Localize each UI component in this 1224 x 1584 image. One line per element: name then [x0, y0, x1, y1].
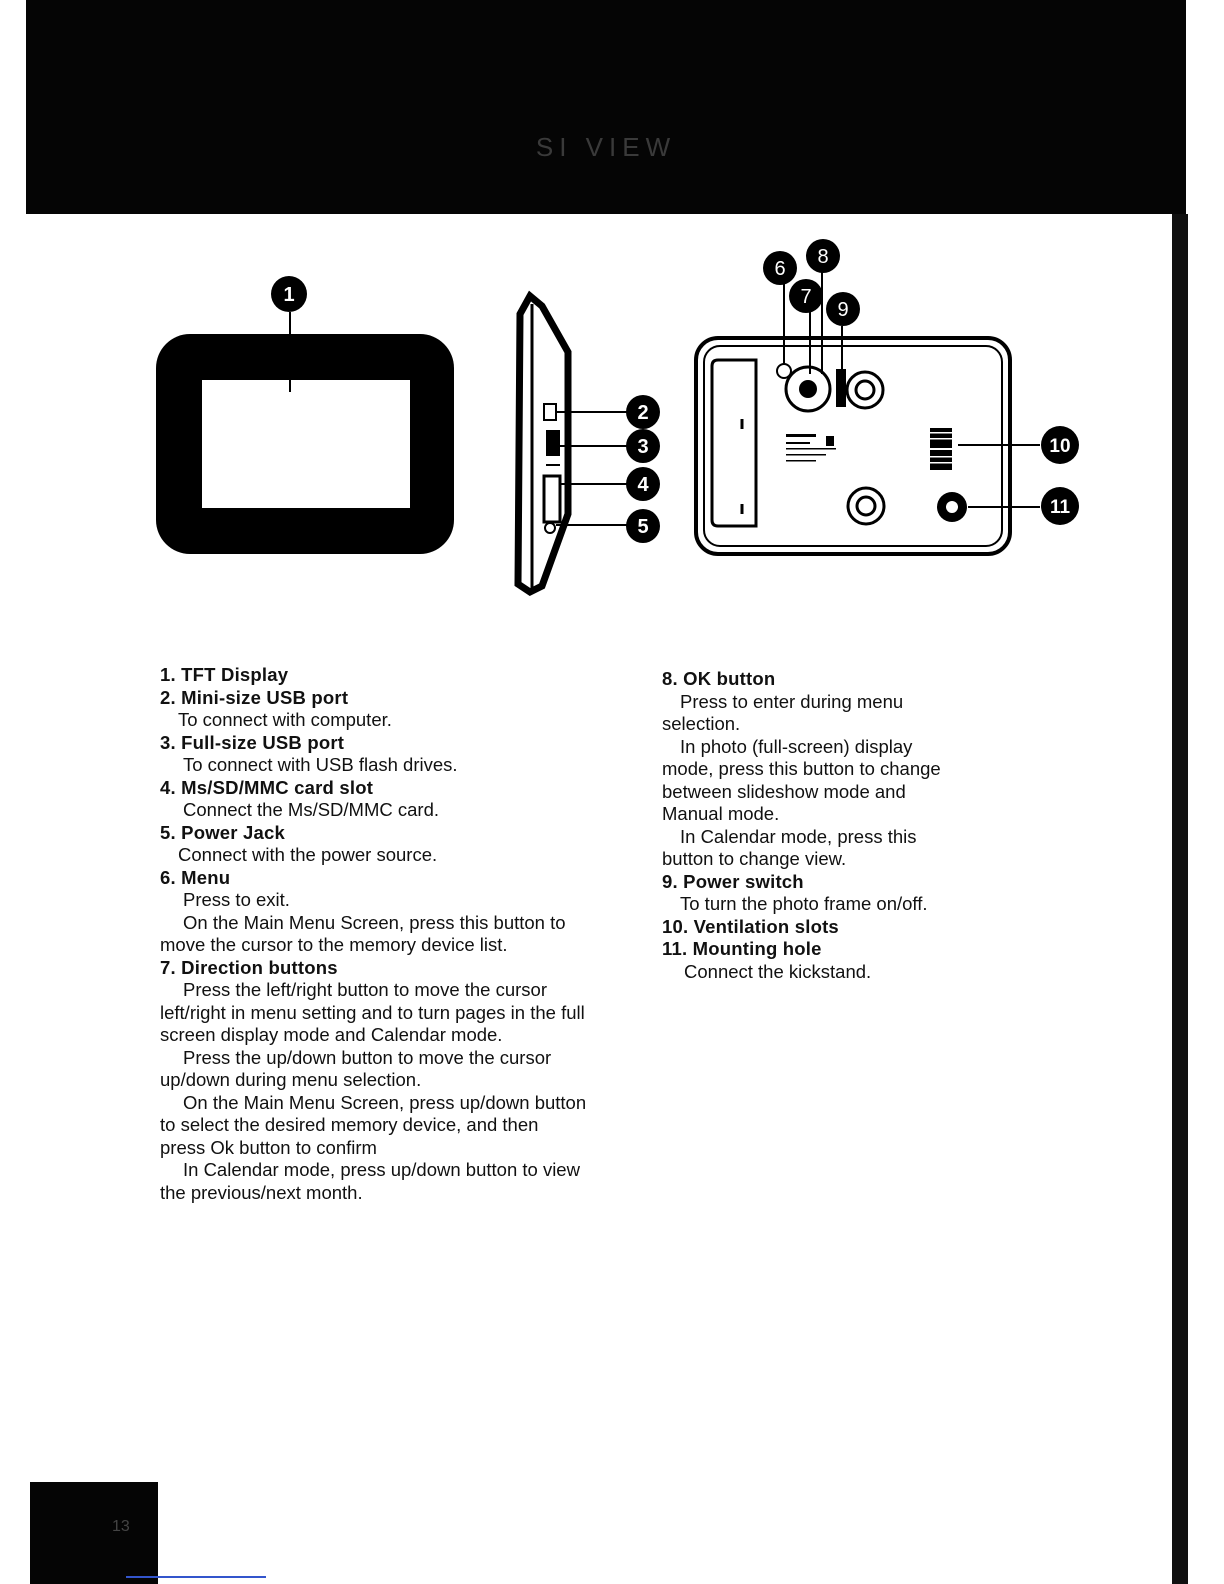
side-view	[514, 290, 630, 597]
svg-text:9: 9	[837, 299, 848, 321]
section-heading: 8. OK button	[662, 668, 776, 689]
product-diagram: 1 2 3 4 5 6 7 8 9 10 11	[156, 239, 1079, 597]
body-text: screen display mode and Calendar mode.	[160, 1024, 503, 1045]
body-text: left/right in menu setting and to turn p…	[160, 1001, 585, 1023]
callout-3: 3	[626, 429, 660, 463]
body-text: To connect with USB flash drives.	[183, 754, 458, 775]
callout-2: 2	[626, 395, 660, 429]
section-heading: 9. Power switch	[662, 870, 804, 892]
back-view	[694, 272, 1040, 556]
callout-8: 8	[806, 239, 840, 273]
body-text: Press the up/down button to move the cur…	[183, 1046, 552, 1068]
section-heading: 5. Power Jack	[160, 821, 285, 843]
svg-text:6: 6	[774, 258, 785, 280]
body-text: mode, press this button to change	[662, 758, 941, 779]
body-text: In Calendar mode, press up/down button t…	[183, 1159, 580, 1180]
body-text: In photo (full-screen) display	[680, 735, 913, 757]
callout-11: 11	[1041, 487, 1079, 525]
body-text: to select the desired memory device, and…	[160, 1114, 539, 1135]
callout-4: 4	[626, 467, 660, 501]
ventilation-slots-graphic	[930, 428, 952, 470]
body-text: Press to exit.	[183, 889, 290, 910]
svg-text:5: 5	[637, 516, 648, 538]
body-text: Connect the Ms/SD/MMC card.	[183, 799, 439, 820]
footer-page-block: 13	[30, 1482, 158, 1584]
header-title: SI VIEW	[535, 132, 677, 162]
body-text: Connect with the power source.	[178, 844, 438, 865]
callout-9: 9	[826, 292, 860, 326]
card-slot	[542, 474, 562, 524]
body-text: up/down during menu selection.	[160, 1069, 422, 1090]
body-text: press Ok button to confirm	[160, 1136, 377, 1158]
callout-5: 5	[626, 509, 660, 543]
svg-text:2: 2	[637, 402, 648, 424]
svg-text:3: 3	[637, 436, 648, 458]
body-text: Press the left/right button to move the …	[183, 979, 548, 1000]
section-heading: 7. Direction buttons	[160, 956, 338, 978]
callout-1: 1	[271, 276, 307, 312]
svg-text:8: 8	[817, 246, 828, 268]
body-text: Manual mode.	[662, 803, 780, 824]
svg-text:7: 7	[800, 286, 811, 308]
callout-7: 7	[789, 279, 823, 313]
section-heading: 3. Full-size USB port	[160, 731, 345, 753]
callout-6: 6	[763, 251, 797, 285]
body-text: On the Main Menu Screen, press this butt…	[183, 911, 566, 933]
tft-display-screen	[202, 380, 410, 508]
body-text: move the cursor to the memory device lis…	[160, 934, 508, 955]
body-text: In Calendar mode, press this	[680, 825, 917, 847]
body-text: between slideshow mode and	[662, 780, 906, 802]
power-jack	[544, 522, 556, 534]
svg-text:1: 1	[283, 284, 294, 306]
section-heading: 11. Mounting hole	[662, 938, 822, 959]
header-band: SI VIEW	[26, 0, 1186, 214]
page-number: 13	[112, 1518, 130, 1535]
body-text: Connect the kickstand.	[684, 960, 872, 982]
svg-text:4: 4	[637, 474, 649, 496]
section-heading: 4. Ms/SD/MMC card slot	[160, 776, 374, 798]
page-left-margin	[0, 0, 26, 1584]
section-heading: 10. Ventilation slots	[662, 915, 839, 937]
label-sticker	[786, 434, 836, 462]
body-text: On the Main Menu Screen, press up/down b…	[183, 1091, 587, 1113]
section-heading: 2. Mini-size USB port	[160, 686, 349, 708]
mini-usb-port	[543, 403, 557, 421]
ok-button-graphic	[799, 380, 817, 398]
section-heading: 1. TFT Display	[160, 664, 289, 685]
svg-text:10: 10	[1049, 436, 1070, 457]
body-text: To turn the photo frame on/off.	[680, 893, 928, 914]
body-text: the previous/next month.	[160, 1181, 363, 1203]
section-heading: 6. Menu	[160, 866, 231, 888]
scan-edge-strip	[1172, 214, 1188, 1584]
footer-rule	[126, 1576, 266, 1578]
body-text: button to change view.	[662, 848, 847, 869]
callout-10: 10	[1041, 426, 1079, 464]
power-switch-graphic	[836, 369, 846, 407]
body-text: selection.	[662, 713, 741, 734]
body-text: To connect with computer.	[178, 709, 392, 730]
body-text: Press to enter during menu	[680, 690, 904, 712]
svg-text:11: 11	[1050, 497, 1071, 518]
front-view	[156, 312, 454, 554]
